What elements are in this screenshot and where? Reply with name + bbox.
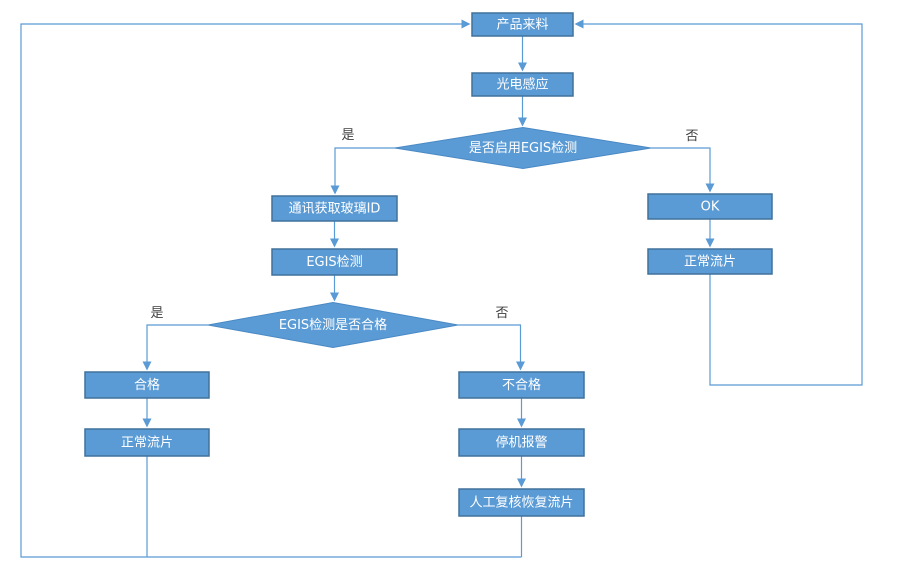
node-egis-enabled-decision: 是否启用EGIS检测 bbox=[394, 126, 652, 170]
process-shape bbox=[458, 488, 585, 517]
node-photoelectric-sensing: 光电感应 bbox=[471, 72, 574, 97]
connector-loop-left bbox=[20, 19, 522, 558]
edge-label-pass-yes: 是 bbox=[150, 306, 163, 321]
node-get-glass-id: 通讯获取玻璃ID bbox=[271, 195, 398, 222]
node-normal-flow-left: 正常流片 bbox=[84, 428, 210, 457]
edge-label-enable-yes: 是 bbox=[341, 128, 354, 143]
node-label: 合格 bbox=[134, 377, 160, 393]
connectors bbox=[20, 19, 863, 558]
process-shape bbox=[471, 12, 574, 37]
process-shape bbox=[458, 371, 585, 399]
connector-decision1-yes bbox=[330, 147, 398, 195]
node-label: 停机报警 bbox=[495, 435, 547, 451]
node-label: 不合格 bbox=[502, 377, 541, 393]
node-label: 产品来料 bbox=[496, 18, 548, 33]
edge-labels: 是 否 是 否 bbox=[150, 128, 698, 321]
connector-decision1-no bbox=[651, 147, 715, 193]
process-shape bbox=[271, 195, 398, 222]
connector-loop-right bbox=[574, 19, 863, 386]
node-unqualified: 不合格 bbox=[458, 371, 585, 399]
node-label: 通讯获取玻璃ID bbox=[289, 202, 381, 217]
process-shape bbox=[647, 193, 773, 220]
node-stop-alarm: 停机报警 bbox=[458, 428, 585, 457]
node-label: EGIS检测是否合格 bbox=[279, 317, 387, 333]
node-label: 光电感应 bbox=[496, 77, 548, 93]
connector-decision2-yes bbox=[142, 324, 208, 371]
process-shape bbox=[84, 371, 210, 399]
node-label: EGIS检测 bbox=[306, 255, 362, 270]
node-egis-pass-decision: EGIS检测是否合格 bbox=[207, 301, 459, 349]
node-ok: OK bbox=[647, 193, 773, 220]
node-egis-inspection: EGIS检测 bbox=[271, 248, 398, 276]
node-qualified: 合格 bbox=[84, 371, 210, 399]
edge-label-pass-no: 否 bbox=[495, 306, 508, 321]
process-shape bbox=[271, 248, 398, 276]
decision-shape bbox=[394, 126, 652, 170]
node-product-incoming: 产品来料 bbox=[471, 12, 574, 37]
node-manual-review-resume: 人工复核恢复流片 bbox=[458, 488, 585, 517]
process-shape bbox=[647, 248, 773, 275]
node-label: 正常流片 bbox=[121, 436, 173, 451]
edge-label-enable-no: 否 bbox=[685, 129, 698, 144]
node-label: 人工复核恢复流片 bbox=[469, 496, 573, 511]
connector-decision2-no bbox=[458, 324, 525, 371]
process-shape bbox=[471, 72, 574, 97]
process-shape bbox=[84, 428, 210, 457]
node-label: 正常流片 bbox=[684, 255, 736, 270]
node-label: 是否启用EGIS检测 bbox=[469, 141, 577, 156]
node-normal-flow-right: 正常流片 bbox=[647, 248, 773, 275]
process-shape bbox=[458, 428, 585, 457]
decision-shape bbox=[207, 301, 459, 349]
node-label: OK bbox=[701, 200, 720, 215]
